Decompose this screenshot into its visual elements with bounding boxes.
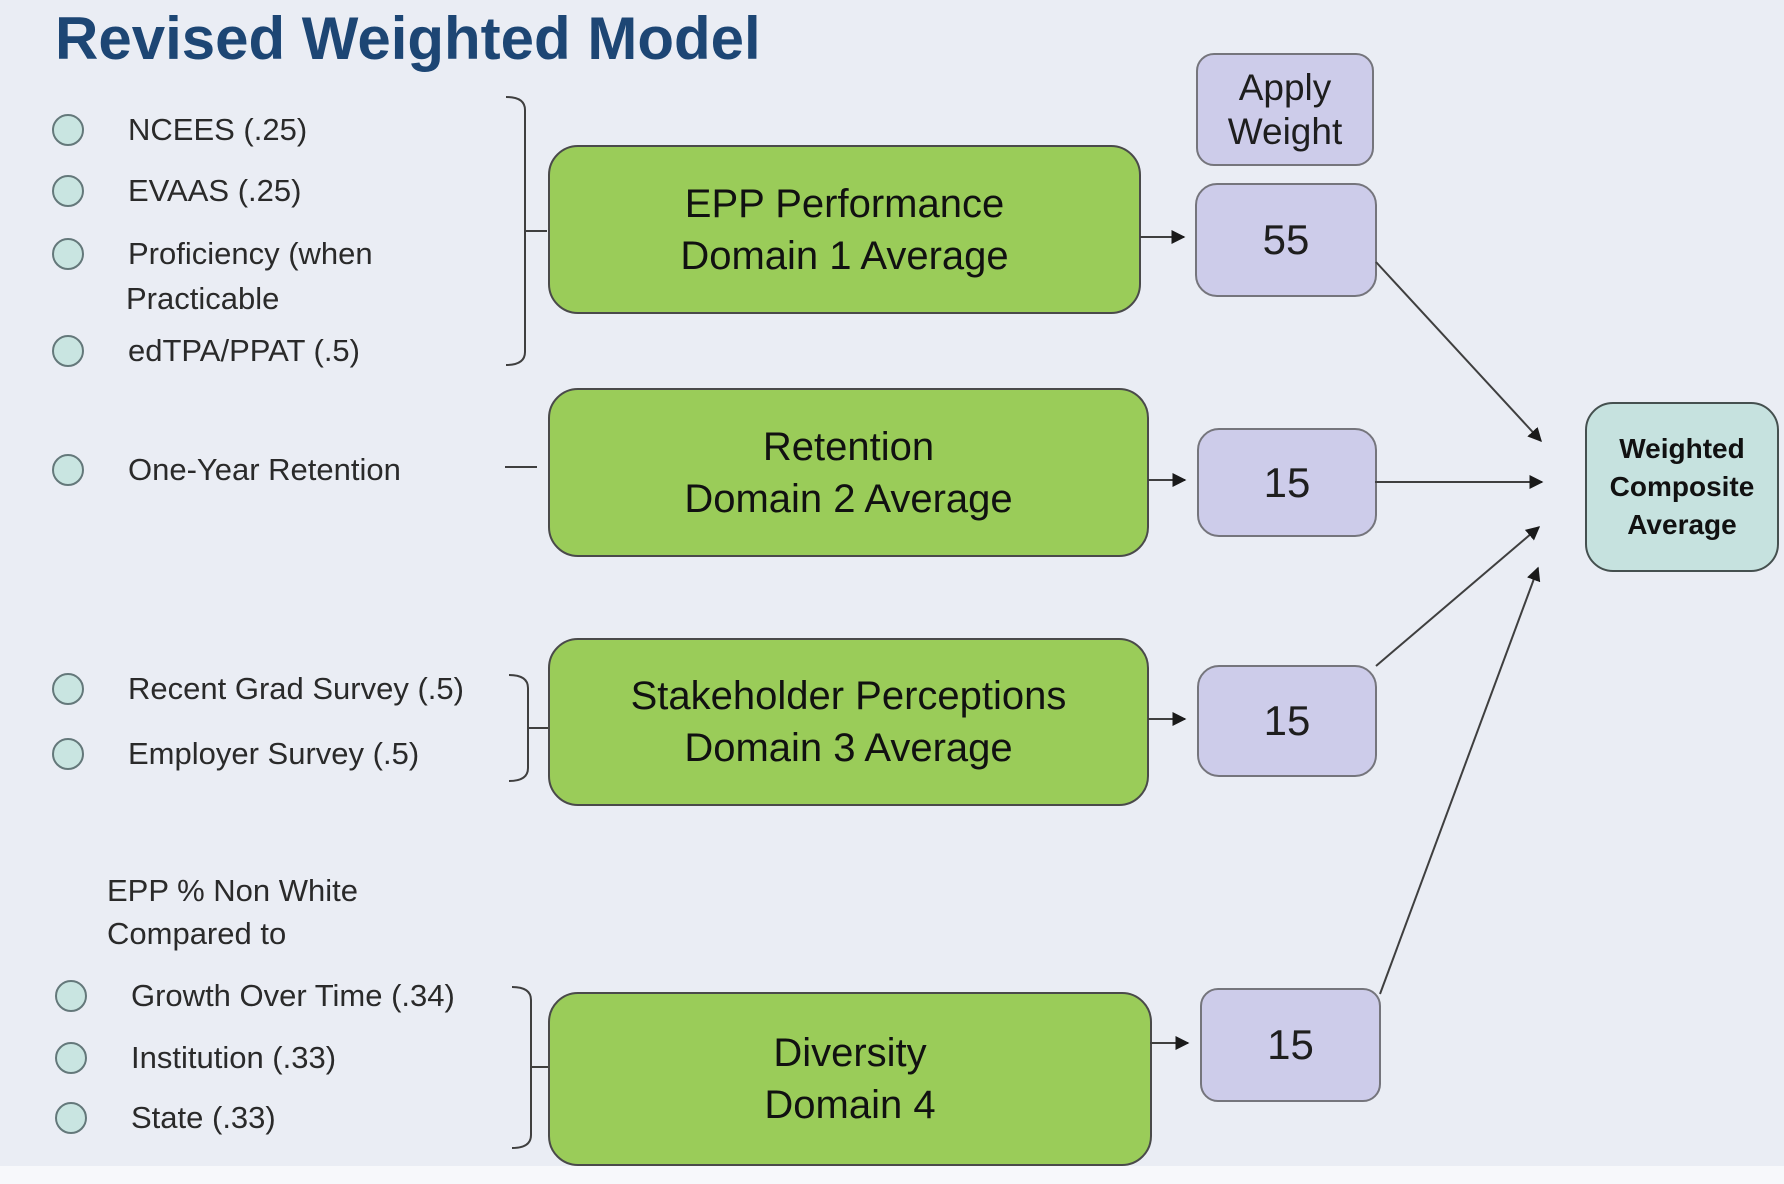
composite-line3: Average (1627, 508, 1737, 540)
list-item-label: Employer Survey (.5) (128, 736, 420, 771)
list-item-state: State (.33) (55, 1100, 276, 1136)
bullet-circle-icon (52, 238, 84, 270)
list-item-label: NCEES (.25) (128, 112, 308, 147)
apply-weight-header-box: Apply Weight (1196, 53, 1374, 166)
weight-value: 15 (1263, 697, 1311, 744)
list-item-recent-grad-survey: Recent Grad Survey (.5) (52, 671, 464, 707)
domain-2-box: Retention Domain 2 Average (548, 388, 1149, 557)
list-item-evaas: EVAAS (.25) (52, 173, 301, 209)
arrow-weight15c-to-composite-icon (1379, 566, 1541, 995)
bracket-domain-3 (508, 674, 548, 782)
list-item-label: Recent Grad Survey (.5) (128, 671, 464, 706)
domain-1-box: EPP Performance Domain 1 Average (548, 145, 1141, 314)
list-item-practicable: Practicable (126, 281, 279, 317)
bullet-circle-icon (55, 980, 87, 1012)
domain-1-title-line2: Domain 1 Average (680, 233, 1009, 278)
list-item-label: Growth Over Time (.34) (131, 978, 455, 1013)
list-item-employer-survey: Employer Survey (.5) (52, 736, 419, 772)
domain-4-title-line1: Diversity (773, 1031, 927, 1075)
list-item-growth-over-time: Growth Over Time (.34) (55, 978, 455, 1014)
list-item-compared-to: Compared to (107, 916, 286, 952)
list-item-epp-non-white: EPP % Non White (107, 873, 358, 909)
domain-3-box: Stakeholder Perceptions Domain 3 Average (548, 638, 1149, 806)
arrow-weight55-to-composite-icon (1375, 261, 1542, 443)
list-item-label: One-Year Retention (128, 452, 401, 487)
weight-value: 15 (1267, 1021, 1314, 1068)
bullet-circle-icon (52, 175, 84, 207)
bullet-circle-icon (52, 454, 84, 486)
list-item-label: Practicable (126, 281, 280, 316)
bracket-domain-1 (505, 96, 547, 366)
list-item-label: Proficiency (when (128, 236, 373, 271)
domain-4-title-line2: Domain 4 (764, 1083, 936, 1127)
list-item-label: Compared to (107, 916, 287, 951)
domain-3-title-line1: Stakeholder Perceptions (630, 674, 1067, 718)
list-item-label: State (.33) (131, 1100, 276, 1135)
composite-line1: Weighted (1619, 433, 1745, 465)
apply-weight-line2: Weight (1227, 110, 1343, 152)
list-item-label: EPP % Non White (107, 873, 358, 908)
bullet-circle-icon (52, 738, 84, 770)
weight-box-domain-2: 15 (1197, 428, 1377, 537)
domain-2-title-line2: Domain 2 Average (684, 476, 1013, 521)
domain-4-box: Diversity Domain 4 (548, 992, 1152, 1166)
domain-1-title-line1: EPP Performance (684, 181, 1005, 226)
arrow-weight15b-to-composite-icon (1375, 526, 1541, 667)
list-item-label: edTPA/PPAT (.5) (128, 333, 361, 368)
weighted-composite-average-box: Weighted Composite Average (1585, 402, 1779, 572)
weight-value: 55 (1262, 216, 1310, 263)
list-item-proficiency: Proficiency (when (52, 236, 373, 272)
bullet-circle-icon (52, 673, 84, 705)
bullet-circle-icon (52, 114, 84, 146)
bullet-circle-icon (55, 1102, 87, 1134)
list-item-edtpa: edTPA/PPAT (.5) (52, 333, 360, 369)
domain-2-title-line1: Retention (762, 424, 935, 469)
domain-3-title-line2: Domain 3 Average (684, 726, 1013, 770)
list-item-ncees: NCEES (.25) (52, 112, 307, 148)
page-title: Revised Weighted Model (55, 5, 761, 72)
weight-box-domain-3: 15 (1197, 665, 1377, 777)
list-item-one-year-retention: One-Year Retention (52, 452, 401, 488)
list-item-label: Institution (.33) (131, 1040, 337, 1075)
apply-weight-line1: Apply (1238, 66, 1332, 108)
bottom-strip (0, 1166, 1784, 1184)
list-item-label: EVAAS (.25) (128, 173, 302, 208)
weight-box-domain-1: 55 (1195, 183, 1377, 297)
weight-value: 15 (1263, 458, 1311, 506)
bullet-circle-icon (55, 1042, 87, 1074)
weight-box-domain-4: 15 (1200, 988, 1381, 1102)
bracket-domain-4 (511, 986, 548, 1149)
composite-line2: Composite (1609, 471, 1755, 503)
list-item-institution: Institution (.33) (55, 1040, 336, 1076)
bullet-circle-icon (52, 335, 84, 367)
